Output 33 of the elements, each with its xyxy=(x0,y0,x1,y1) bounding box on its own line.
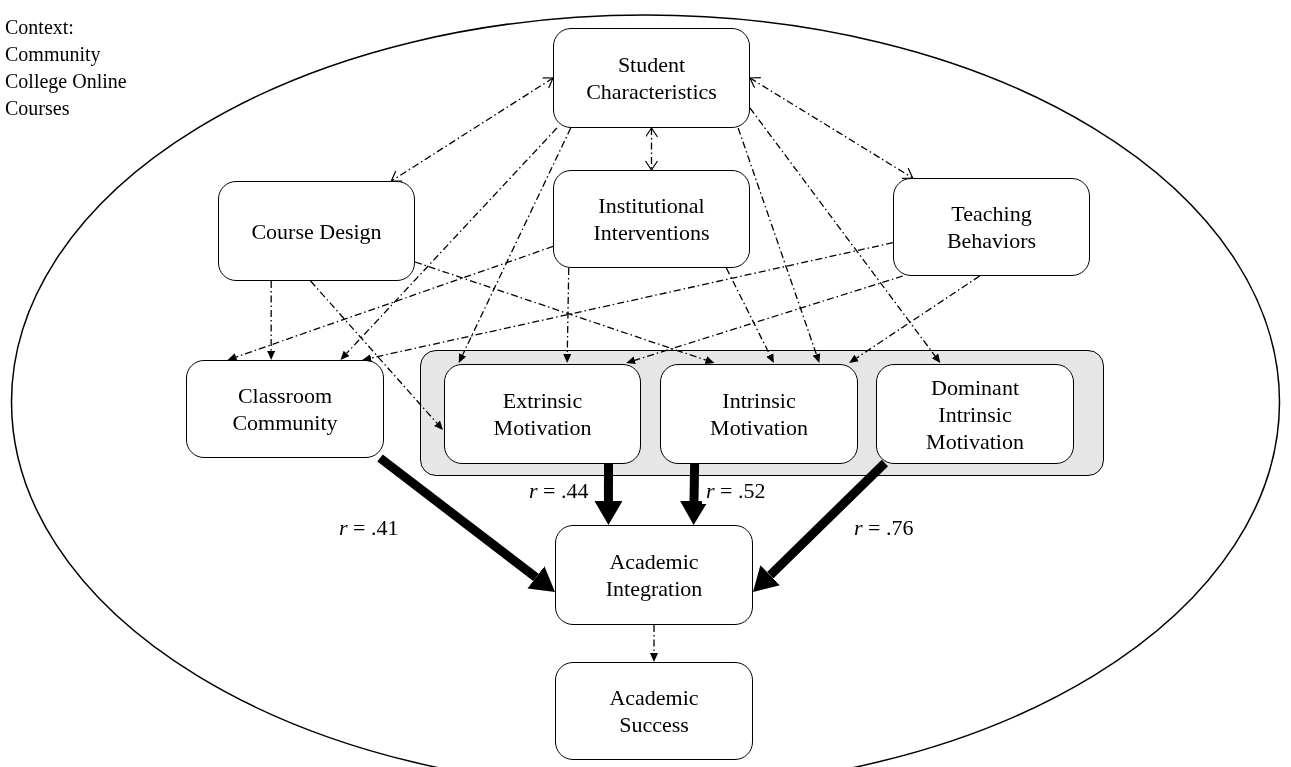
node-label: Classroom Community xyxy=(231,382,339,436)
thick-arrow xyxy=(680,462,708,525)
dashed-arrow xyxy=(725,267,774,363)
dashed-arrow xyxy=(390,77,554,182)
dashed-arrow xyxy=(414,261,715,364)
dashed-arrow xyxy=(227,245,554,361)
dashed-arrow xyxy=(309,280,443,430)
node-label: Dominant Intrinsic Motivation xyxy=(925,373,1025,455)
dashed-arrow xyxy=(563,267,572,363)
node-label: Intrinsic Motivation xyxy=(709,387,809,441)
dashed-arrow xyxy=(267,280,276,360)
dashed-arrow xyxy=(644,127,659,171)
dashed-arrow xyxy=(749,107,941,363)
thick-arrow xyxy=(377,454,555,592)
context-label: Context: Community College Online Courses xyxy=(5,15,128,121)
dashed-arrow xyxy=(749,77,914,179)
dashed-arrow xyxy=(458,127,572,363)
node-label: Extrinsic Motivation xyxy=(492,387,593,441)
dashed-arrow xyxy=(362,242,894,362)
dashed-arrow xyxy=(650,624,658,662)
node-label: Academic Success xyxy=(608,684,700,738)
node-label: Student Characteristics xyxy=(585,51,718,105)
group-box xyxy=(420,350,1104,476)
dashed-arrow xyxy=(626,275,904,365)
thick-arrow xyxy=(594,463,623,525)
node-label: Academic Integration xyxy=(604,548,704,602)
dashed-arrow xyxy=(849,275,981,363)
dashed-arrow xyxy=(737,127,821,363)
thick-arrow xyxy=(753,459,889,592)
node-label: Institutional Interventions xyxy=(592,192,711,246)
node-label: Teaching Behaviors xyxy=(945,200,1038,254)
node-label: Course Design xyxy=(251,217,382,245)
dashed-arrow xyxy=(340,127,558,360)
